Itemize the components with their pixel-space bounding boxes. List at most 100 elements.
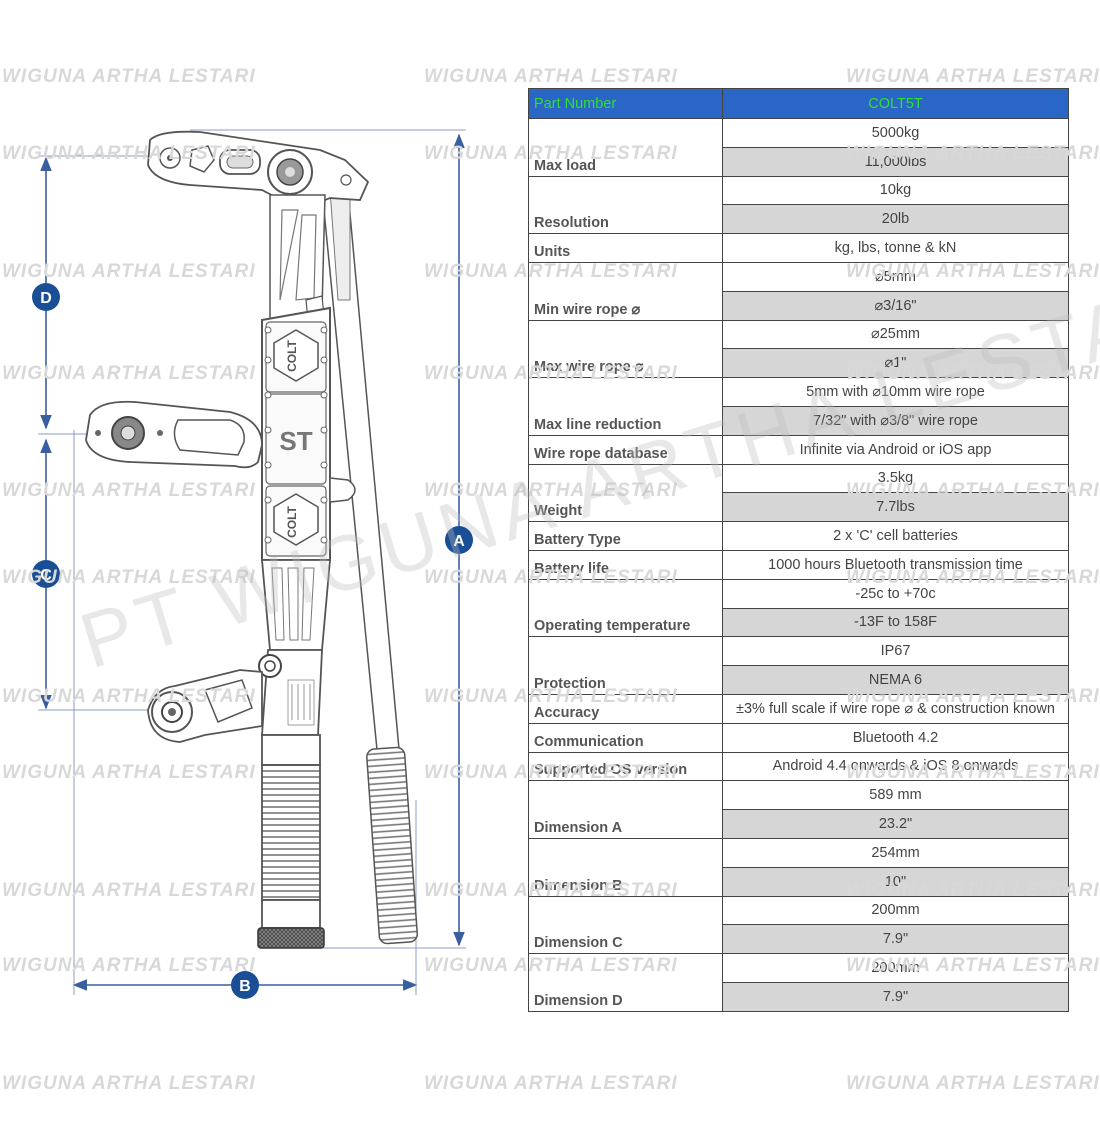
table-row: 10": [529, 866, 1069, 897]
spec-value: Bluetooth 4.2: [722, 722, 1069, 753]
marker-a-label: A: [453, 533, 465, 550]
marker-b-label: B: [239, 978, 251, 995]
spec-value: kg, lbs, tonne & kN: [722, 233, 1069, 263]
marker-c-label: C: [40, 567, 52, 584]
spec-value: ±3% full scale if wire rope ⌀ & construc…: [722, 693, 1069, 724]
spec-label: Supported OS version: [528, 751, 723, 782]
spec-value: 5mm with ⌀10mm wire rope: [722, 377, 1069, 407]
spec-value: -25c to +70c: [722, 578, 1069, 609]
spec-value: 7.9": [722, 981, 1069, 1012]
spec-value: 7.9": [722, 924, 1069, 955]
watermark-text: WIGUNA ARTHA LESTARI: [2, 1073, 256, 1094]
lever-rod: [321, 189, 419, 945]
spec-label: Battery life: [528, 549, 723, 580]
marker-a: A: [445, 526, 473, 554]
device-body: COLT ST COLT: [257, 194, 356, 949]
spec-value: Android 4.4 onwards & iOS 8 onwards: [722, 751, 1069, 782]
spec-label: Weight: [528, 463, 723, 523]
table-row: NEMA 6: [529, 665, 1069, 695]
spec-value: 11,000lbs: [722, 146, 1069, 177]
spec-value: 254mm: [722, 837, 1069, 868]
table-row: 7.9": [529, 981, 1069, 1012]
marker-c: C: [32, 560, 60, 588]
table-row: Operating temperature-25c to +70c: [528, 578, 1069, 638]
middle-arm: [85, 400, 263, 469]
spec-label: Dimension C: [528, 895, 723, 955]
spec-value: 200mm: [722, 953, 1069, 983]
spec-value: -13F to 158F: [722, 607, 1069, 638]
spec-value: 23.2": [722, 809, 1069, 839]
spec-value: IP67: [722, 636, 1069, 667]
spec-value: 3.5kg: [722, 463, 1069, 494]
spec-label: Min wire rope ⌀: [528, 261, 723, 321]
spec-label: Battery Type: [528, 521, 723, 551]
watermark-text: WIGUNA ARTHA LESTARI: [424, 1073, 678, 1094]
spec-label: Dimension A: [528, 780, 723, 839]
table-row: Accuracy±3% full scale if wire rope ⌀ & …: [528, 693, 1069, 724]
marker-b: B: [231, 971, 259, 999]
table-row: 7.7lbs: [529, 492, 1069, 523]
header-value: COLT5T: [722, 88, 1069, 119]
spec-value: ⌀5mm: [722, 261, 1069, 292]
spec-label: Dimension B: [528, 837, 723, 897]
spec-value: 5000kg: [722, 118, 1069, 148]
table-row: 20lb: [529, 204, 1069, 235]
spec-value: Infinite via Android or iOS app: [722, 434, 1069, 465]
table-row: Min wire rope ⌀⌀5mm: [528, 261, 1069, 321]
spec-label: Wire rope database: [528, 434, 723, 465]
spec-label: Operating temperature: [528, 578, 723, 638]
table-row: -13F to 158F: [529, 607, 1069, 638]
spec-label: Max line reduction: [528, 377, 723, 436]
table-row: ⌀1": [529, 348, 1069, 379]
spec-value: 589 mm: [722, 780, 1069, 811]
spec-value: ⌀1": [722, 348, 1069, 379]
spec-label: Protection: [528, 636, 723, 695]
watermark-text: WIGUNA ARTHA LESTARI: [846, 1073, 1100, 1094]
header-label: Part Number: [528, 88, 723, 119]
spec-value: 2 x 'C' cell batteries: [722, 521, 1069, 551]
spec-label: Units: [528, 233, 723, 263]
table-header-row: Part Number COLT5T: [528, 88, 1069, 119]
spec-label: Resolution: [528, 175, 723, 235]
spec-value: ⌀3/16": [722, 290, 1069, 321]
watermark-text: WIGUNA ARTHA LESTARI: [424, 66, 678, 87]
marker-d-label: D: [40, 290, 52, 307]
spec-value: ⌀25mm: [722, 319, 1069, 350]
device-diagram: COLT ST COLT: [32, 129, 473, 999]
watermark-text: WIGUNA ARTHA LESTARI: [846, 66, 1100, 87]
spec-value: 7.7lbs: [722, 492, 1069, 523]
colt-bottom-label: COLT: [285, 505, 299, 537]
spec-value: 7/32" with ⌀3/8" wire rope: [722, 405, 1069, 436]
st-logo: ST: [279, 426, 312, 456]
marker-d: D: [32, 283, 60, 311]
table-row: 23.2": [529, 809, 1069, 839]
bottom-arm: [147, 669, 263, 743]
spec-value: 200mm: [722, 895, 1069, 926]
table-row: 7/32" with ⌀3/8" wire rope: [529, 405, 1069, 436]
spec-value: 10kg: [722, 175, 1069, 206]
spec-label: Accuracy: [528, 693, 723, 724]
spec-value: 10": [722, 866, 1069, 897]
spec-label: Communication: [528, 722, 723, 753]
spec-label: Dimension D: [528, 953, 723, 1012]
colt-top-label: COLT: [285, 339, 299, 371]
top-arm: [147, 130, 370, 211]
table-row: 7.9": [529, 924, 1069, 955]
